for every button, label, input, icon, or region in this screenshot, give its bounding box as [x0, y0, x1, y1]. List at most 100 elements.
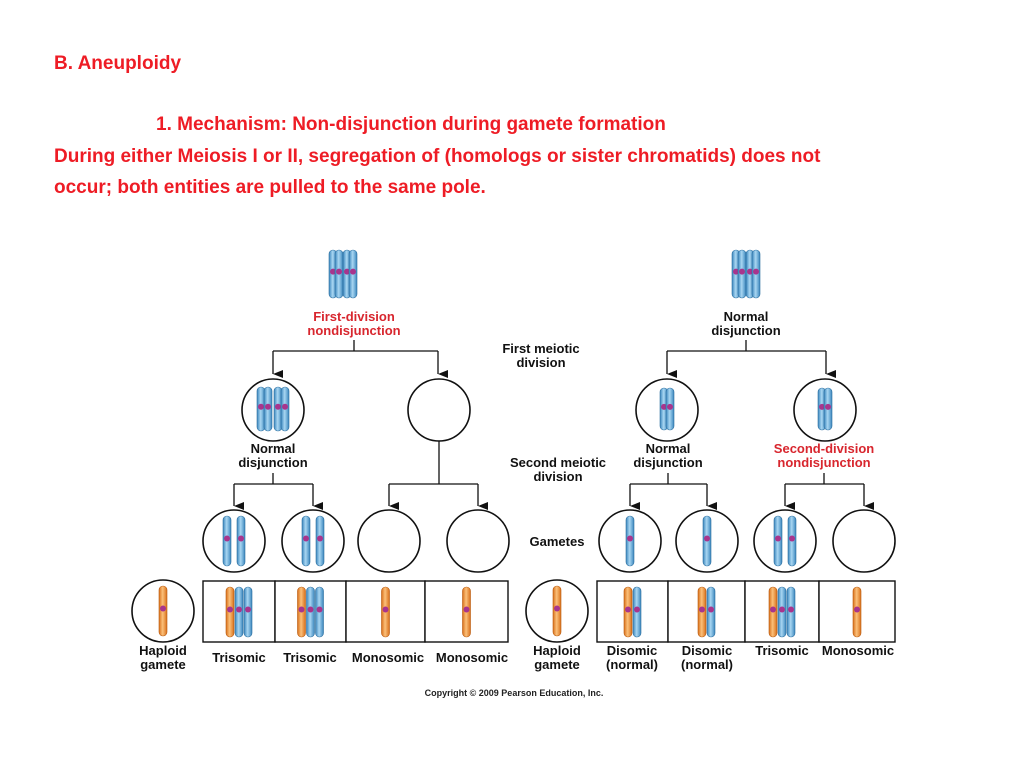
slide-title: B. Aneuploidy — [54, 53, 182, 74]
cell-chromosome — [665, 387, 675, 431]
centromere — [317, 535, 323, 542]
gamete-cell — [202, 509, 266, 573]
gamete-cell-empty — [832, 509, 896, 573]
centromere — [350, 268, 356, 275]
haploid-chromosome — [158, 585, 168, 637]
zygote-chromosome — [852, 586, 862, 638]
centromere — [825, 403, 831, 410]
centromere — [708, 606, 714, 613]
centromere — [627, 535, 633, 542]
centromere — [775, 535, 781, 542]
centromere — [704, 535, 710, 542]
zygote-chromosome — [777, 586, 787, 638]
centromere — [554, 605, 560, 612]
connector-lines — [233, 340, 874, 510]
gamete-cell — [753, 509, 817, 573]
centromere — [344, 268, 350, 275]
centromere — [265, 403, 271, 410]
zygote-chromosome — [697, 586, 707, 638]
gamete-chromosome — [773, 515, 783, 567]
zygote-chromosome — [632, 586, 642, 638]
left-outcome-label: Monosomic — [436, 650, 508, 665]
centromere — [316, 606, 323, 613]
zygote-chromosome — [297, 586, 306, 638]
right-outcome-label: Disomic(normal) — [681, 643, 733, 672]
cell-chromosome — [256, 386, 266, 432]
zygote-chromosome — [706, 586, 716, 638]
centromere — [789, 535, 795, 542]
centromere — [739, 268, 745, 275]
centromere — [275, 403, 281, 410]
centromere — [819, 403, 825, 410]
centromere — [303, 535, 309, 542]
right-outcome-label: Trisomic — [755, 643, 808, 658]
gametes-label: Gametes — [530, 534, 585, 549]
top-chromosome — [737, 249, 747, 299]
centromere — [238, 535, 244, 542]
gamete-chromosome — [702, 515, 712, 567]
copyright-text: Copyright © 2009 Pearson Education, Inc. — [425, 688, 604, 698]
centromere — [667, 403, 673, 410]
centromere — [160, 605, 166, 612]
left-outcome-label: Monosomic — [352, 650, 424, 665]
gamete-chromosome — [315, 515, 325, 567]
centromere — [298, 606, 305, 613]
zygote-chromosome — [315, 586, 324, 638]
right-zygote-box — [667, 580, 746, 643]
zygote-chromosome — [462, 586, 471, 638]
right-outcome-label: Disomic(normal) — [606, 643, 658, 672]
description-line-1: During either Meiosis I or II, segregati… — [54, 146, 821, 167]
meiosis-1-cell-empty — [407, 378, 471, 442]
centromere — [236, 606, 242, 613]
gamete-chromosome — [787, 515, 797, 567]
top-chromosome — [348, 249, 358, 299]
chromosomes — [158, 249, 862, 638]
gamete-chromosome — [301, 515, 311, 567]
centromere — [382, 606, 389, 613]
zygote-chromosome — [623, 586, 633, 638]
centromere — [779, 606, 785, 613]
centromere — [307, 606, 314, 613]
centromere — [634, 606, 640, 613]
cell-chromosome — [263, 386, 273, 432]
centromere — [282, 403, 288, 410]
centromere — [699, 606, 705, 613]
centromere — [227, 606, 233, 613]
zygote-chromosome — [768, 586, 778, 638]
zygote-chromosome — [306, 586, 315, 638]
gamete-chromosome — [222, 515, 232, 567]
centromere — [788, 606, 794, 613]
top-chromosome — [751, 249, 761, 299]
cell-chromosome — [280, 386, 290, 432]
centromere — [224, 535, 230, 542]
meiosis-1-cell — [241, 378, 305, 442]
zygote-chromosome — [225, 586, 235, 638]
mechanism-heading: 1. Mechanism: Non-disjunction during gam… — [156, 114, 666, 135]
gamete-cell — [281, 509, 345, 573]
centromere — [770, 606, 776, 613]
haploid-chromosome — [552, 585, 562, 637]
centromere — [330, 268, 336, 275]
centromere — [733, 268, 739, 275]
zygote-chromosome — [243, 586, 253, 638]
zygote-chromosome — [234, 586, 244, 638]
centromere — [753, 268, 759, 275]
top-chromosome — [334, 249, 344, 299]
centromere — [854, 606, 860, 613]
left-outcome-label: Trisomic — [212, 650, 265, 665]
cell-chromosome — [273, 386, 283, 432]
right-outcome-label: Monosomic — [822, 643, 894, 658]
centromere — [463, 606, 470, 613]
centromere — [661, 403, 667, 410]
